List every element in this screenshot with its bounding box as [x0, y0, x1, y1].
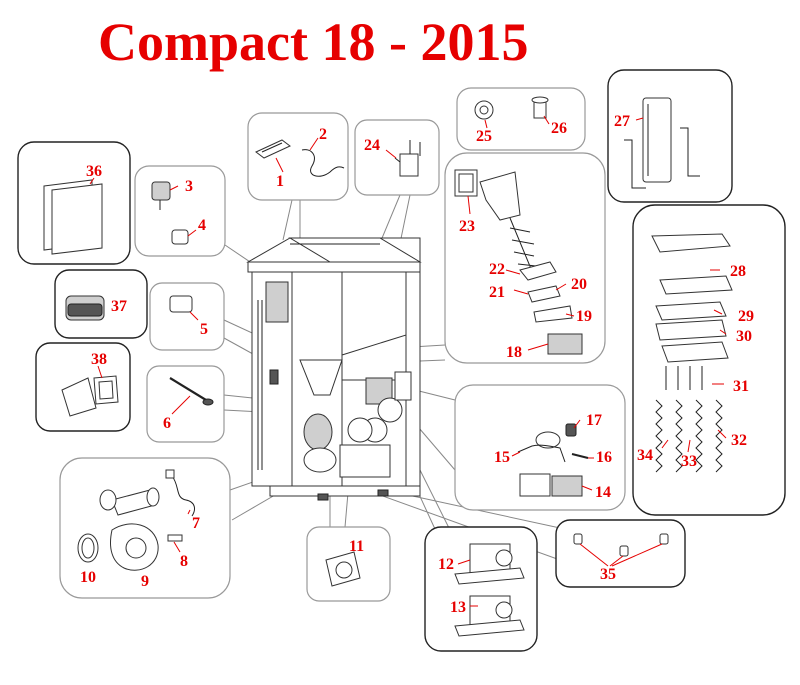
callout-box-5 [149, 282, 225, 351]
part-label-9: 9 [141, 573, 149, 590]
part-label-4: 4 [198, 217, 206, 234]
diagram-title: Compact 18 - 2015 [98, 12, 529, 72]
callout-box-14-17 [454, 384, 626, 511]
part-label-7: 7 [192, 515, 200, 532]
callout-box-25-26 [456, 87, 586, 151]
callout-box-27 [607, 69, 733, 203]
part-label-31: 31 [733, 378, 749, 395]
part-label-30: 30 [736, 328, 752, 345]
part-label-16: 16 [596, 449, 612, 466]
part-label-10: 10 [80, 569, 96, 586]
part-label-3: 3 [185, 178, 193, 195]
part-label-2: 2 [319, 126, 327, 143]
part-label-5: 5 [200, 321, 208, 338]
callout-box-18-23 [444, 152, 606, 364]
part-label-26: 26 [551, 120, 567, 137]
callout-box-6 [146, 365, 225, 443]
part-label-21: 21 [489, 284, 505, 301]
part-label-38: 38 [91, 351, 107, 368]
part-label-19: 19 [576, 308, 592, 325]
part-label-27: 27 [614, 113, 630, 130]
callout-box-38 [35, 342, 131, 432]
part-label-13: 13 [450, 599, 466, 616]
part-label-29: 29 [738, 308, 754, 325]
part-label-20: 20 [571, 276, 587, 293]
callout-box-24 [354, 119, 440, 196]
callout-box-28-34 [632, 204, 786, 516]
part-label-14: 14 [595, 484, 611, 501]
part-label-17: 17 [586, 412, 602, 429]
callout-box-37 [54, 269, 148, 339]
part-label-24: 24 [364, 137, 380, 154]
part-label-35: 35 [600, 566, 616, 583]
callout-box-35 [555, 519, 686, 588]
part-label-8: 8 [180, 553, 188, 570]
part-label-15: 15 [494, 449, 510, 466]
part-label-33: 33 [681, 453, 697, 470]
part-label-32: 32 [731, 432, 747, 449]
callout-box-11 [306, 526, 391, 602]
callout-box-12-13 [424, 526, 538, 652]
part-label-12: 12 [438, 556, 454, 573]
part-label-22: 22 [489, 261, 505, 278]
callout-box-7-10 [59, 457, 231, 599]
callout-box-3-4 [134, 165, 226, 257]
part-labels: 1 2 3 4 5 6 7 8 9 10 11 12 13 14 15 16 1… [80, 113, 754, 616]
part-label-25: 25 [476, 128, 492, 145]
stove-body [246, 237, 422, 501]
part-label-1: 1 [276, 173, 284, 190]
part-label-18: 18 [506, 344, 522, 361]
part-label-23: 23 [459, 218, 475, 235]
callout-box-1-2 [247, 112, 349, 201]
part-label-11: 11 [349, 538, 364, 555]
part-label-36: 36 [86, 163, 102, 180]
callout-box-36 [17, 141, 131, 265]
part-label-6: 6 [163, 415, 171, 432]
part-label-37: 37 [111, 298, 127, 315]
part-label-28: 28 [730, 263, 746, 280]
part-label-34: 34 [637, 447, 653, 464]
